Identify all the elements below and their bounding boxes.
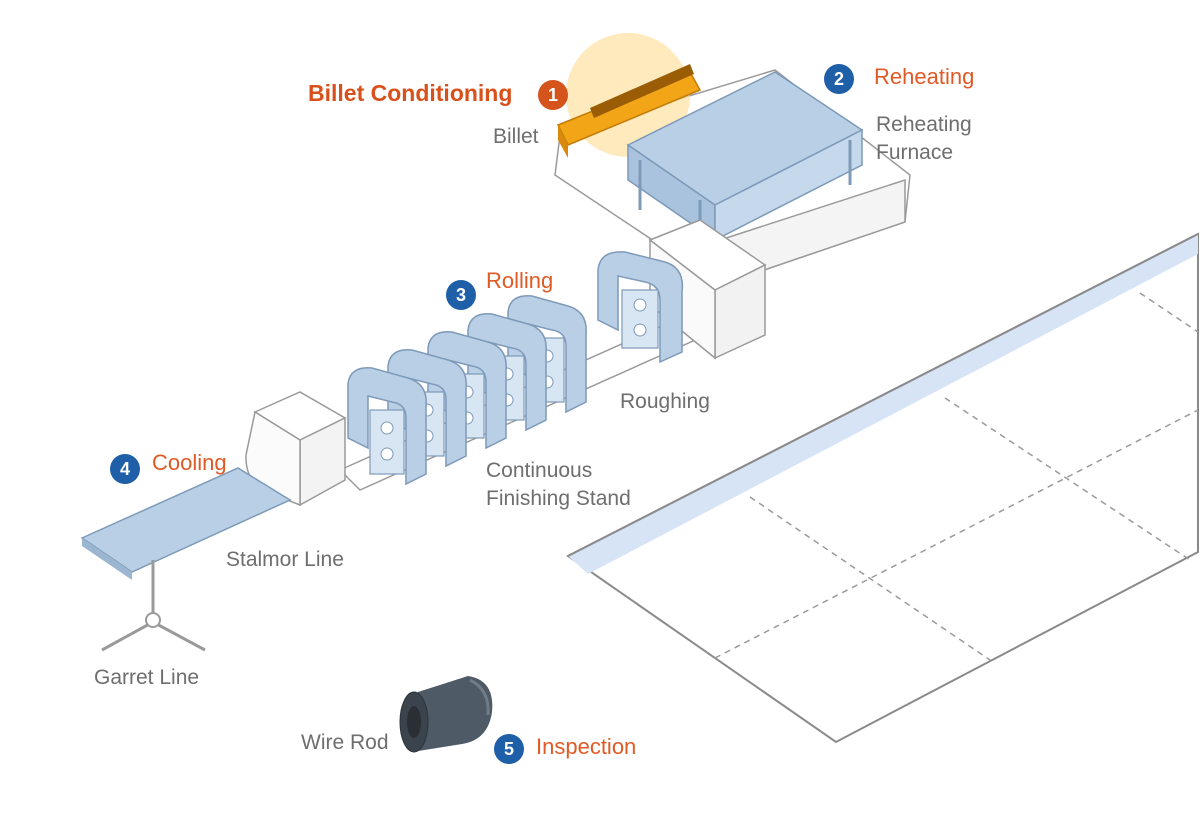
step-badge-4: 4 xyxy=(110,454,140,484)
equipment-label-billet: Billet xyxy=(493,125,539,148)
step-label-reheating: Reheating xyxy=(874,64,975,89)
step-label-rolling: Rolling xyxy=(486,268,554,293)
wire-rod-coil xyxy=(399,676,493,753)
step-badge-3: 3 xyxy=(446,280,476,310)
equipment-label-reheating-furnace-2: Furnace xyxy=(876,141,954,164)
equipment-label-garret: Garret Line xyxy=(94,666,200,689)
finishing-stand-5 xyxy=(347,367,427,486)
step-badge-1: 1 xyxy=(538,80,568,110)
step-label-billet-conditioning: Billet Conditioning xyxy=(308,80,513,106)
step-label-inspection: Inspection xyxy=(536,734,637,759)
equipment-label-reheating-furnace-1: Reheating xyxy=(876,113,972,136)
equipment-label-finishing-2: Finishing Stand xyxy=(486,487,631,510)
roughing-stand xyxy=(597,251,684,364)
equipment-label-finishing-1: Continuous xyxy=(486,459,593,482)
step-badge-5: 5 xyxy=(494,734,524,764)
billet-rack xyxy=(556,64,702,158)
equipment-label-wire-rod: Wire Rod xyxy=(301,731,389,754)
step-label-cooling: Cooling xyxy=(152,450,227,475)
reheating-furnace xyxy=(626,71,864,250)
stalmor-conveyor xyxy=(80,467,292,580)
finishing-stands xyxy=(347,295,587,486)
step-badge-2: 2 xyxy=(824,64,854,94)
floor-plate xyxy=(566,232,1199,744)
garret-reel xyxy=(101,560,206,652)
equipment-label-stalmor: Stalmor Line xyxy=(226,548,344,571)
equipment-label-roughing: Roughing xyxy=(620,390,710,413)
